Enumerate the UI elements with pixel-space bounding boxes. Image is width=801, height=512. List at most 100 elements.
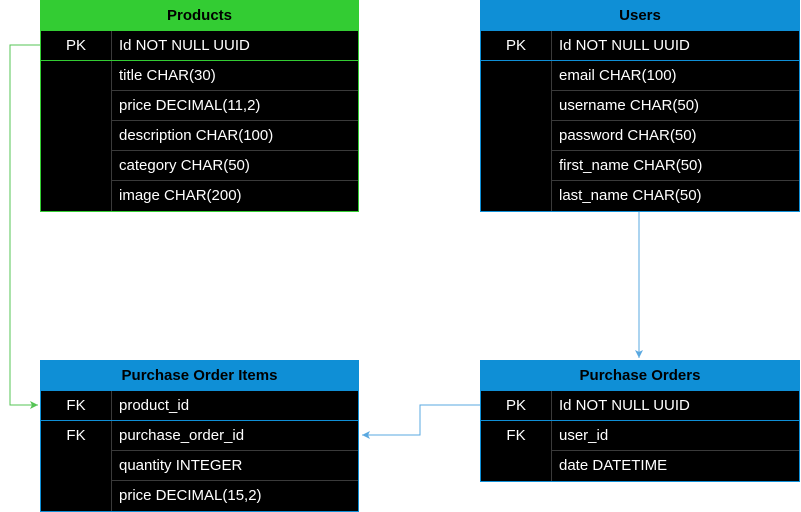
table-row[interactable]: email CHAR(100) xyxy=(481,61,799,91)
table-row[interactable]: price DECIMAL(11,2) xyxy=(41,91,358,121)
column-divider xyxy=(551,31,552,61)
field-cell: price DECIMAL(11,2) xyxy=(119,97,261,114)
field-cell: image CHAR(200) xyxy=(119,187,242,204)
column-divider xyxy=(111,151,112,181)
column-divider xyxy=(111,421,112,451)
table-row[interactable]: PK Id NOT NULL UUID xyxy=(481,391,799,421)
column-divider xyxy=(551,451,552,481)
key-cell xyxy=(41,91,111,121)
key-cell xyxy=(481,151,551,181)
table-row[interactable]: password CHAR(50) xyxy=(481,121,799,151)
row-divider xyxy=(481,60,799,61)
table-row[interactable]: price DECIMAL(15,2) xyxy=(41,481,358,511)
column-divider xyxy=(551,121,552,151)
users-table[interactable]: Users PK Id NOT NULL UUID email CHAR(100) u… xyxy=(480,0,800,212)
row-divider xyxy=(41,60,358,61)
field-cell: Id NOT NULL UUID xyxy=(559,397,690,414)
field-cell: Id NOT NULL UUID xyxy=(119,37,250,54)
products-table-rows: PK Id NOT NULL UUID title CHAR(30) price DE… xyxy=(41,31,358,211)
key-cell xyxy=(41,481,111,511)
row-divider xyxy=(481,420,799,421)
table-row[interactable]: FK product_id xyxy=(41,391,358,421)
table-row[interactable]: FK purchase_order_id xyxy=(41,421,358,451)
field-cell: date DATETIME xyxy=(559,457,668,474)
column-divider xyxy=(111,481,112,511)
field-cell: first_name CHAR(50) xyxy=(559,157,703,174)
field-cell: quantity INTEGER xyxy=(119,457,243,474)
key-cell: FK xyxy=(66,397,86,414)
field-cell: product_id xyxy=(119,397,190,414)
row-divider xyxy=(41,420,358,421)
column-divider xyxy=(111,61,112,91)
users-table-header: Users xyxy=(481,1,799,31)
table-row[interactable]: date DATETIME xyxy=(481,451,799,481)
field-cell: description CHAR(100) xyxy=(119,127,274,144)
field-cell: username CHAR(50) xyxy=(559,97,700,114)
table-row[interactable]: quantity INTEGER xyxy=(41,451,358,481)
table-row[interactable]: last_name CHAR(50) xyxy=(481,181,799,211)
users-table-rows: PK Id NOT NULL UUID email CHAR(100) usernam… xyxy=(481,31,799,211)
table-row[interactable]: first_name CHAR(50) xyxy=(481,151,799,181)
key-cell: PK xyxy=(505,37,526,54)
field-cell: email CHAR(100) xyxy=(559,67,677,84)
row-divider xyxy=(111,120,358,121)
key-cell: PK xyxy=(65,37,86,54)
key-cell xyxy=(41,181,111,211)
table-row[interactable]: category CHAR(50) xyxy=(41,151,358,181)
table-row[interactable]: title CHAR(30) xyxy=(41,61,358,91)
field-cell: purchase_order_id xyxy=(119,427,245,444)
field-cell: password CHAR(50) xyxy=(559,127,697,144)
column-divider xyxy=(111,451,112,481)
column-divider xyxy=(551,421,552,451)
key-cell: FK xyxy=(506,427,526,444)
key-cell: FK xyxy=(66,427,86,444)
field-cell: price DECIMAL(15,2) xyxy=(119,487,262,504)
column-divider xyxy=(111,391,112,421)
row-divider xyxy=(551,90,799,91)
field-cell: Id NOT NULL UUID xyxy=(559,37,690,54)
row-divider xyxy=(111,150,358,151)
products-table[interactable]: Products PK Id NOT NULL UUID title CHAR(30… xyxy=(40,0,359,212)
key-cell: PK xyxy=(505,397,526,414)
table-row[interactable]: FK user_id xyxy=(481,421,799,451)
key-cell xyxy=(481,91,551,121)
field-cell: user_id xyxy=(559,427,609,444)
row-divider xyxy=(551,120,799,121)
column-divider xyxy=(551,151,552,181)
column-divider xyxy=(111,121,112,151)
table-row[interactable]: username CHAR(50) xyxy=(481,91,799,121)
purchase-orders-table[interactable]: Purchase Orders PK Id NOT NULL UUID FK user… xyxy=(480,360,800,482)
purchase-orders-table-header: Purchase Orders xyxy=(481,361,799,391)
column-divider xyxy=(551,181,552,211)
row-divider xyxy=(551,450,799,451)
table-row[interactable]: description CHAR(100) xyxy=(41,121,358,151)
row-divider xyxy=(551,180,799,181)
key-cell xyxy=(481,61,551,91)
column-divider xyxy=(111,91,112,121)
key-cell xyxy=(41,451,111,481)
key-cell xyxy=(41,61,111,91)
column-divider xyxy=(551,91,552,121)
row-divider xyxy=(111,450,358,451)
row-divider xyxy=(111,90,358,91)
table-row[interactable]: PK Id NOT NULL UUID xyxy=(41,31,358,61)
field-cell: last_name CHAR(50) xyxy=(559,187,702,204)
purchase-order-items-table-header: Purchase Order Items xyxy=(41,361,358,391)
key-cell xyxy=(481,181,551,211)
table-row[interactable]: PK Id NOT NULL UUID xyxy=(481,31,799,61)
row-divider xyxy=(551,150,799,151)
column-divider xyxy=(551,391,552,421)
key-cell xyxy=(481,121,551,151)
products-to-order-items-connector xyxy=(9,44,40,409)
key-cell xyxy=(481,451,551,481)
row-divider xyxy=(111,180,358,181)
field-cell: title CHAR(30) xyxy=(119,67,216,84)
products-table-header: Products xyxy=(41,1,358,31)
column-divider xyxy=(551,61,552,91)
column-divider xyxy=(111,31,112,61)
table-row[interactable]: image CHAR(200) xyxy=(41,181,358,211)
